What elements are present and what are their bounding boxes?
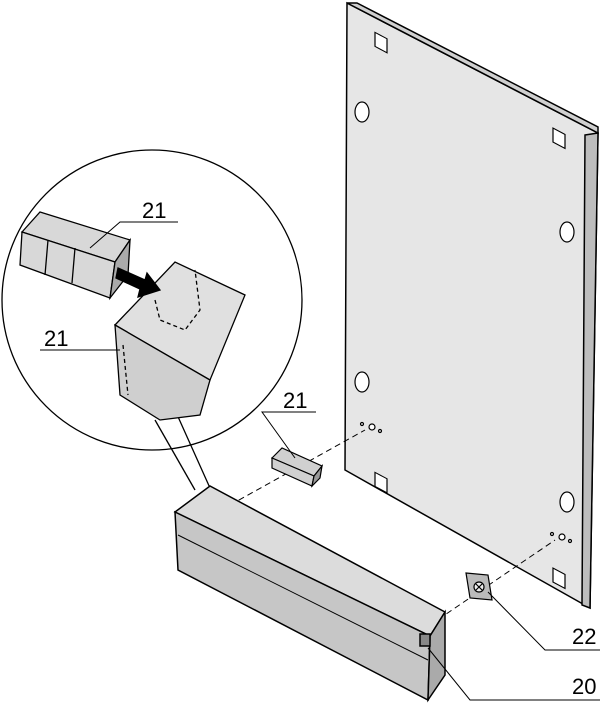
callout-21-detail-top: 21	[142, 198, 167, 223]
callout-21-detail-side: 21	[44, 326, 69, 351]
callout-21-main: 21	[283, 388, 308, 413]
back-panel	[344, 1, 599, 610]
clip-part-21	[270, 447, 323, 488]
detail-circle	[1, 149, 303, 491]
callout-20: 20	[572, 674, 597, 699]
nut-part-22	[465, 572, 493, 601]
clip-part-21-detail	[19, 211, 132, 301]
assembly-lines	[229, 429, 556, 626]
handle-part-20	[173, 485, 447, 703]
leader-lines	[40, 221, 600, 701]
callout-22: 22	[572, 624, 597, 649]
